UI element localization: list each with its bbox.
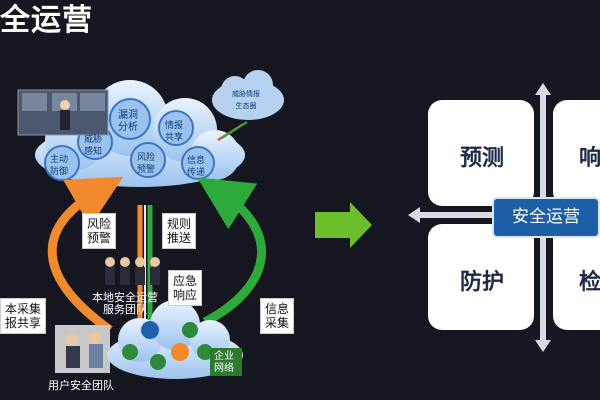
local-team-caption: 本地安全运营 服务团队: [92, 291, 158, 316]
risk-warning-label: 风险 预警: [82, 213, 117, 249]
threat-bubble-label: 威胁情报 生态圈: [232, 90, 260, 110]
rule-push-label: 规则 推送: [162, 213, 197, 249]
user-team-photo: [55, 325, 110, 373]
orange-arrow-up: [47, 176, 124, 334]
security-ops-badge: 安全运营: [492, 197, 600, 238]
enterprise-cloud: [107, 300, 243, 379]
collect-share-label: 本采集 报共享: [0, 298, 47, 334]
green-arrow-up: [197, 177, 267, 326]
gear-icon: [158, 110, 194, 146]
emergency-response-label: 应急 响应: [168, 270, 203, 306]
gear-label: 情报 共享: [165, 121, 184, 143]
gear-icon: [130, 142, 166, 178]
gear-label: 信息 传递: [187, 156, 206, 178]
card-predict-label: 预测: [460, 146, 505, 171]
card-detect: 检: [553, 224, 600, 330]
card-respond-label: 响: [579, 146, 600, 171]
transition-arrow: [315, 202, 372, 248]
gear-label: 威胁 感知: [84, 135, 103, 157]
green-arrow: [221, 121, 248, 139]
local-team-photo: [105, 257, 160, 285]
slide-title: 全运营: [0, 3, 93, 38]
monitor-wall-photo: [17, 89, 109, 136]
card-detect-label: 检: [579, 270, 600, 295]
card-protect: 防护: [428, 224, 534, 330]
info-collect-label: 信息 采集: [260, 298, 295, 334]
gear-icon: [44, 145, 80, 181]
card-predict: 预测: [428, 100, 534, 206]
gear-label: 主动 防御: [50, 155, 69, 177]
gear-label: 风险 预警: [137, 153, 156, 175]
card-protect-label: 防护: [460, 270, 505, 295]
enterprise-cloud-label: 企业 网络: [214, 351, 234, 374]
card-respond: 响: [553, 100, 600, 206]
gear-icon: [109, 98, 151, 140]
gear-label: 漏洞 分析: [118, 110, 138, 133]
threat-intel-cloud: [212, 70, 284, 120]
user-team-caption: 用户安全团队: [48, 379, 114, 392]
